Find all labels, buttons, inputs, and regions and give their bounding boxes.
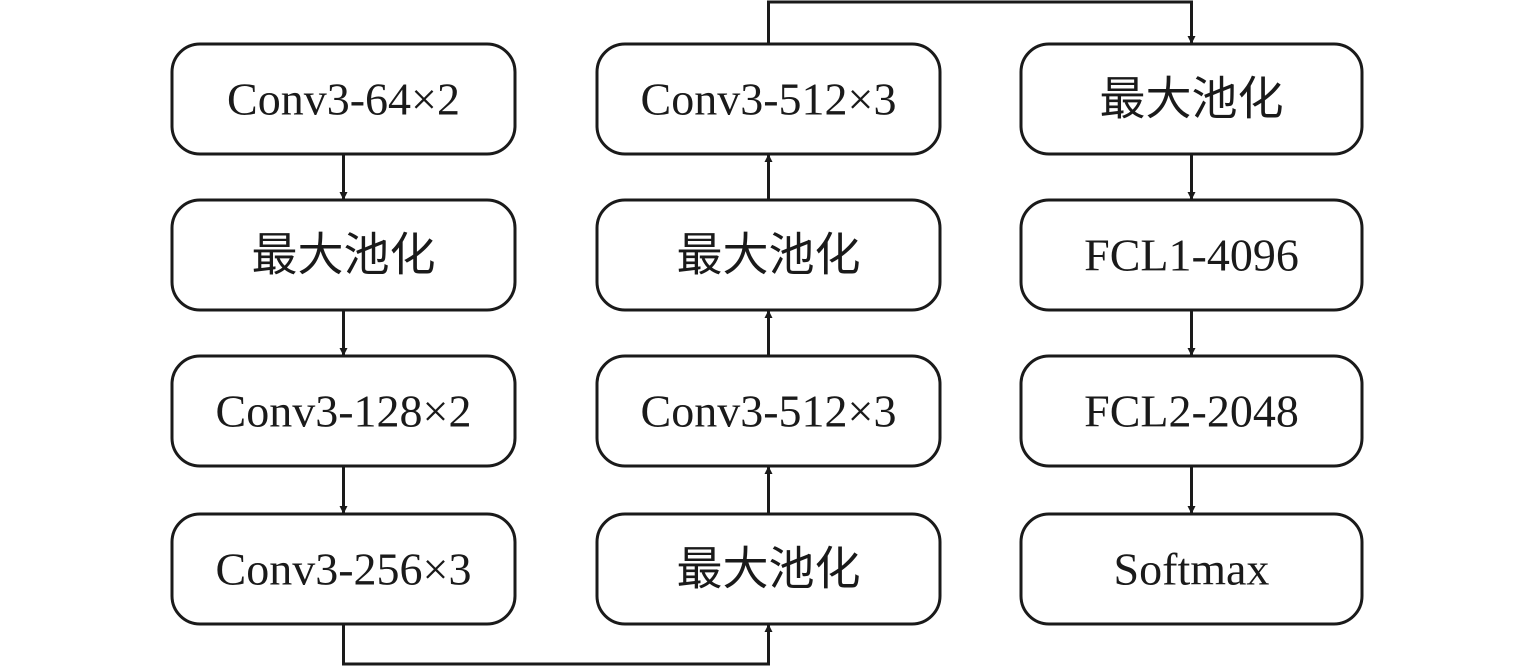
node-conv3-128x2: Conv3-128×2 [170,354,517,468]
node-label: Softmax [1114,544,1270,595]
node-fcl2-2048: FCL2-2048 [1019,354,1364,468]
node-conv3-64x2: Conv3-64×2 [170,42,517,156]
node-max-pool-2: 最大池化 [595,512,942,626]
node-label: FCL2-2048 [1084,386,1299,437]
node-conv3-256x3: Conv3-256×3 [170,512,517,626]
node-max-pool-1: 最大池化 [170,198,517,312]
node-fcl1-4096: FCL1-4096 [1019,198,1364,312]
node-label: 最大池化 [677,544,861,595]
node-conv3-512x3-bottom: Conv3-512×3 [595,354,942,468]
node-conv3-512x3-top: Conv3-512×3 [595,42,942,156]
node-label: FCL1-4096 [1084,230,1299,281]
node-label: 最大池化 [677,230,861,281]
node-max-pool-3: 最大池化 [595,198,942,312]
node-label: Conv3-256×3 [216,544,472,595]
node-label: 最大池化 [252,230,436,281]
node-softmax: Softmax [1019,512,1364,626]
node-label: 最大池化 [1100,74,1284,125]
node-label: Conv3-512×3 [641,74,897,125]
node-label: Conv3-128×2 [216,386,472,437]
node-label: Conv3-512×3 [641,386,897,437]
edge-connector-bottom [342,624,773,666]
edge-connector-top [767,0,1196,44]
node-max-pool-4: 最大池化 [1019,42,1364,156]
node-label: Conv3-64×2 [227,74,460,125]
